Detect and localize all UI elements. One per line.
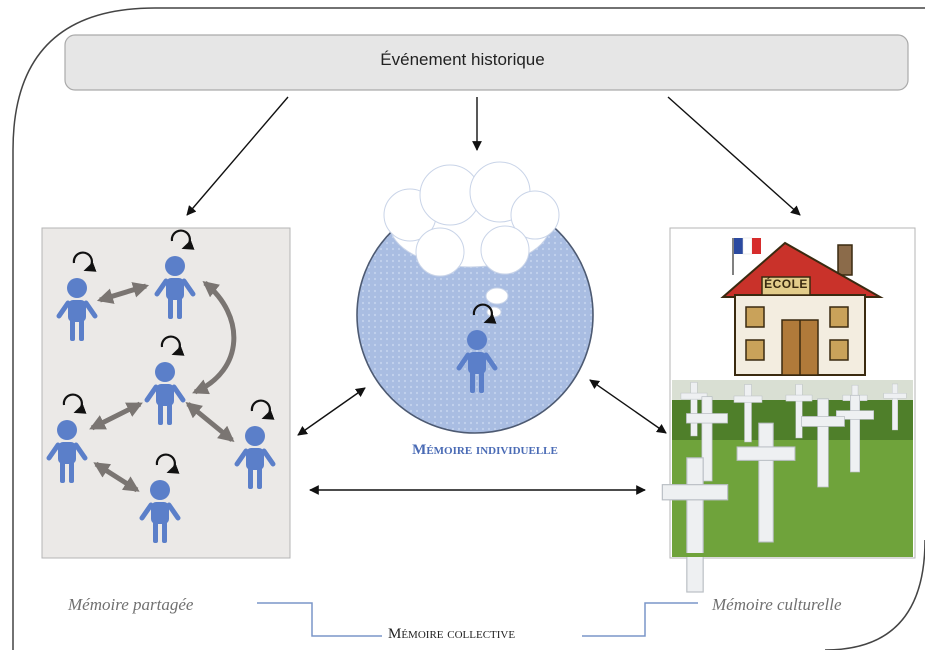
individual-memory-label: Mémoire individuelle bbox=[412, 442, 558, 458]
shared-memory-panel bbox=[41, 227, 291, 559]
cemetery-image bbox=[661, 380, 913, 593]
french-flag-icon bbox=[732, 237, 761, 275]
cultural-memory-label: Mémoire culturelle bbox=[712, 595, 842, 614]
relation-arrows bbox=[297, 379, 667, 495]
outer-frame bbox=[12, 7, 925, 650]
school-sign-label: ÉCOLE bbox=[764, 277, 808, 291]
event-box bbox=[64, 34, 909, 91]
thought-cloud-icon bbox=[383, 161, 560, 318]
collective-bracket bbox=[257, 602, 698, 637]
school-icon bbox=[720, 241, 884, 376]
shared-memory-label: Mémoire partagée bbox=[68, 595, 194, 614]
cultural-memory-panel bbox=[661, 227, 916, 593]
individual-memory-circle bbox=[356, 161, 594, 434]
event-arrows bbox=[186, 96, 801, 216]
outer-frame-corner bbox=[824, 539, 925, 650]
link-arrows bbox=[89, 280, 237, 493]
collective-memory-label: Mémoire collective bbox=[388, 626, 516, 642]
event-label: Événement historique bbox=[380, 50, 545, 69]
